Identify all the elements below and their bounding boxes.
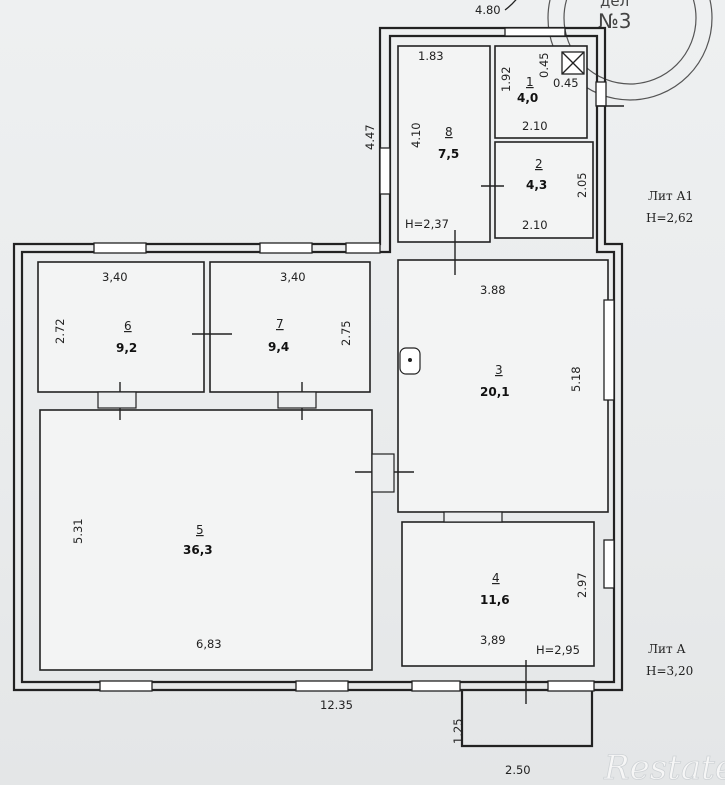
toilet-fixture xyxy=(561,51,585,75)
svg-text:2.72: 2.72 xyxy=(53,318,67,344)
lit-a-legend: Лит А H=3,20 xyxy=(646,642,693,678)
lit-a1-height: H=2,62 xyxy=(646,211,693,225)
svg-text:1.25: 1.25 xyxy=(451,718,465,744)
svg-text:2.05: 2.05 xyxy=(575,172,589,198)
doors xyxy=(97,105,624,704)
svg-text:2.50: 2.50 xyxy=(505,763,531,777)
room-7-number: 7 xyxy=(276,317,284,331)
stamp-number: №3 xyxy=(598,9,632,33)
room-2-area: 4,3 xyxy=(526,178,547,192)
svg-text:3,89: 3,89 xyxy=(480,633,506,647)
svg-text:1.92: 1.92 xyxy=(499,66,513,92)
lit-a1-legend: Лит А1 H=2,62 xyxy=(646,189,693,225)
room-5-area: 36,3 xyxy=(183,543,213,557)
room-4-area: 11,6 xyxy=(480,593,510,607)
room-labels: 1 4,0 2 4,3 3 20,1 4 11,6 5 36,3 6 9,2 7… xyxy=(116,75,547,607)
svg-text:0.45: 0.45 xyxy=(537,52,551,78)
room-8-number: 8 xyxy=(445,125,453,139)
svg-text:3,40: 3,40 xyxy=(102,270,128,284)
stamp-fragment: дел xyxy=(600,0,629,10)
room-6-area: 9,2 xyxy=(116,341,137,355)
room-5 xyxy=(39,409,373,671)
svg-text:1.83: 1.83 xyxy=(418,49,444,63)
room-3-area: 20,1 xyxy=(480,385,510,399)
room-3-number: 3 xyxy=(495,363,503,377)
room-4-number: 4 xyxy=(492,571,500,585)
room-4 xyxy=(401,521,595,667)
svg-text:2.10: 2.10 xyxy=(522,218,548,232)
room-8 xyxy=(397,45,491,243)
dimension-labels: 1.83 4.10 4.47 1.92 0.45 0.45 2.10 2.10 … xyxy=(53,49,589,777)
room-2-number: 2 xyxy=(535,157,543,171)
lit-a-height: H=3,20 xyxy=(646,664,693,678)
svg-text:2.75: 2.75 xyxy=(339,320,353,346)
room-2 xyxy=(494,141,594,239)
svg-text:5.31: 5.31 xyxy=(71,518,85,544)
watermark-logo: Restate xyxy=(603,748,725,785)
svg-text:3,40: 3,40 xyxy=(280,270,306,284)
svg-text:2.10: 2.10 xyxy=(522,119,548,133)
room-6 xyxy=(37,261,205,393)
room-1-number: 1 xyxy=(526,75,534,89)
svg-text:0.45: 0.45 xyxy=(553,76,579,90)
svg-text:H=2,37: H=2,37 xyxy=(405,217,449,231)
room-6-number: 6 xyxy=(124,319,132,333)
room-5-number: 5 xyxy=(196,523,204,537)
room-8-area: 7,5 xyxy=(438,147,459,161)
room-1-area: 4,0 xyxy=(517,91,538,105)
svg-text:2.97: 2.97 xyxy=(575,572,589,598)
room-7 xyxy=(209,261,371,393)
svg-text:5.18: 5.18 xyxy=(569,366,583,392)
svg-text:6,83: 6,83 xyxy=(196,637,222,651)
room-7-area: 9,4 xyxy=(268,340,289,354)
svg-text:4.47: 4.47 xyxy=(363,124,377,150)
windows xyxy=(93,27,615,692)
sink-fixture xyxy=(399,347,421,375)
rooms xyxy=(37,45,609,671)
room-3 xyxy=(397,259,609,513)
lit-a1-title: Лит А1 xyxy=(648,189,693,203)
top-dimension-label: 4.80 xyxy=(475,3,501,17)
svg-text:3.88: 3.88 xyxy=(480,283,506,297)
svg-text:4.10: 4.10 xyxy=(409,122,423,148)
svg-text:H=2,95: H=2,95 xyxy=(536,643,580,657)
lit-a-title: Лит А xyxy=(648,642,686,656)
stamp-seal: №3 дел xyxy=(547,0,713,101)
svg-text:12.35: 12.35 xyxy=(320,698,353,712)
